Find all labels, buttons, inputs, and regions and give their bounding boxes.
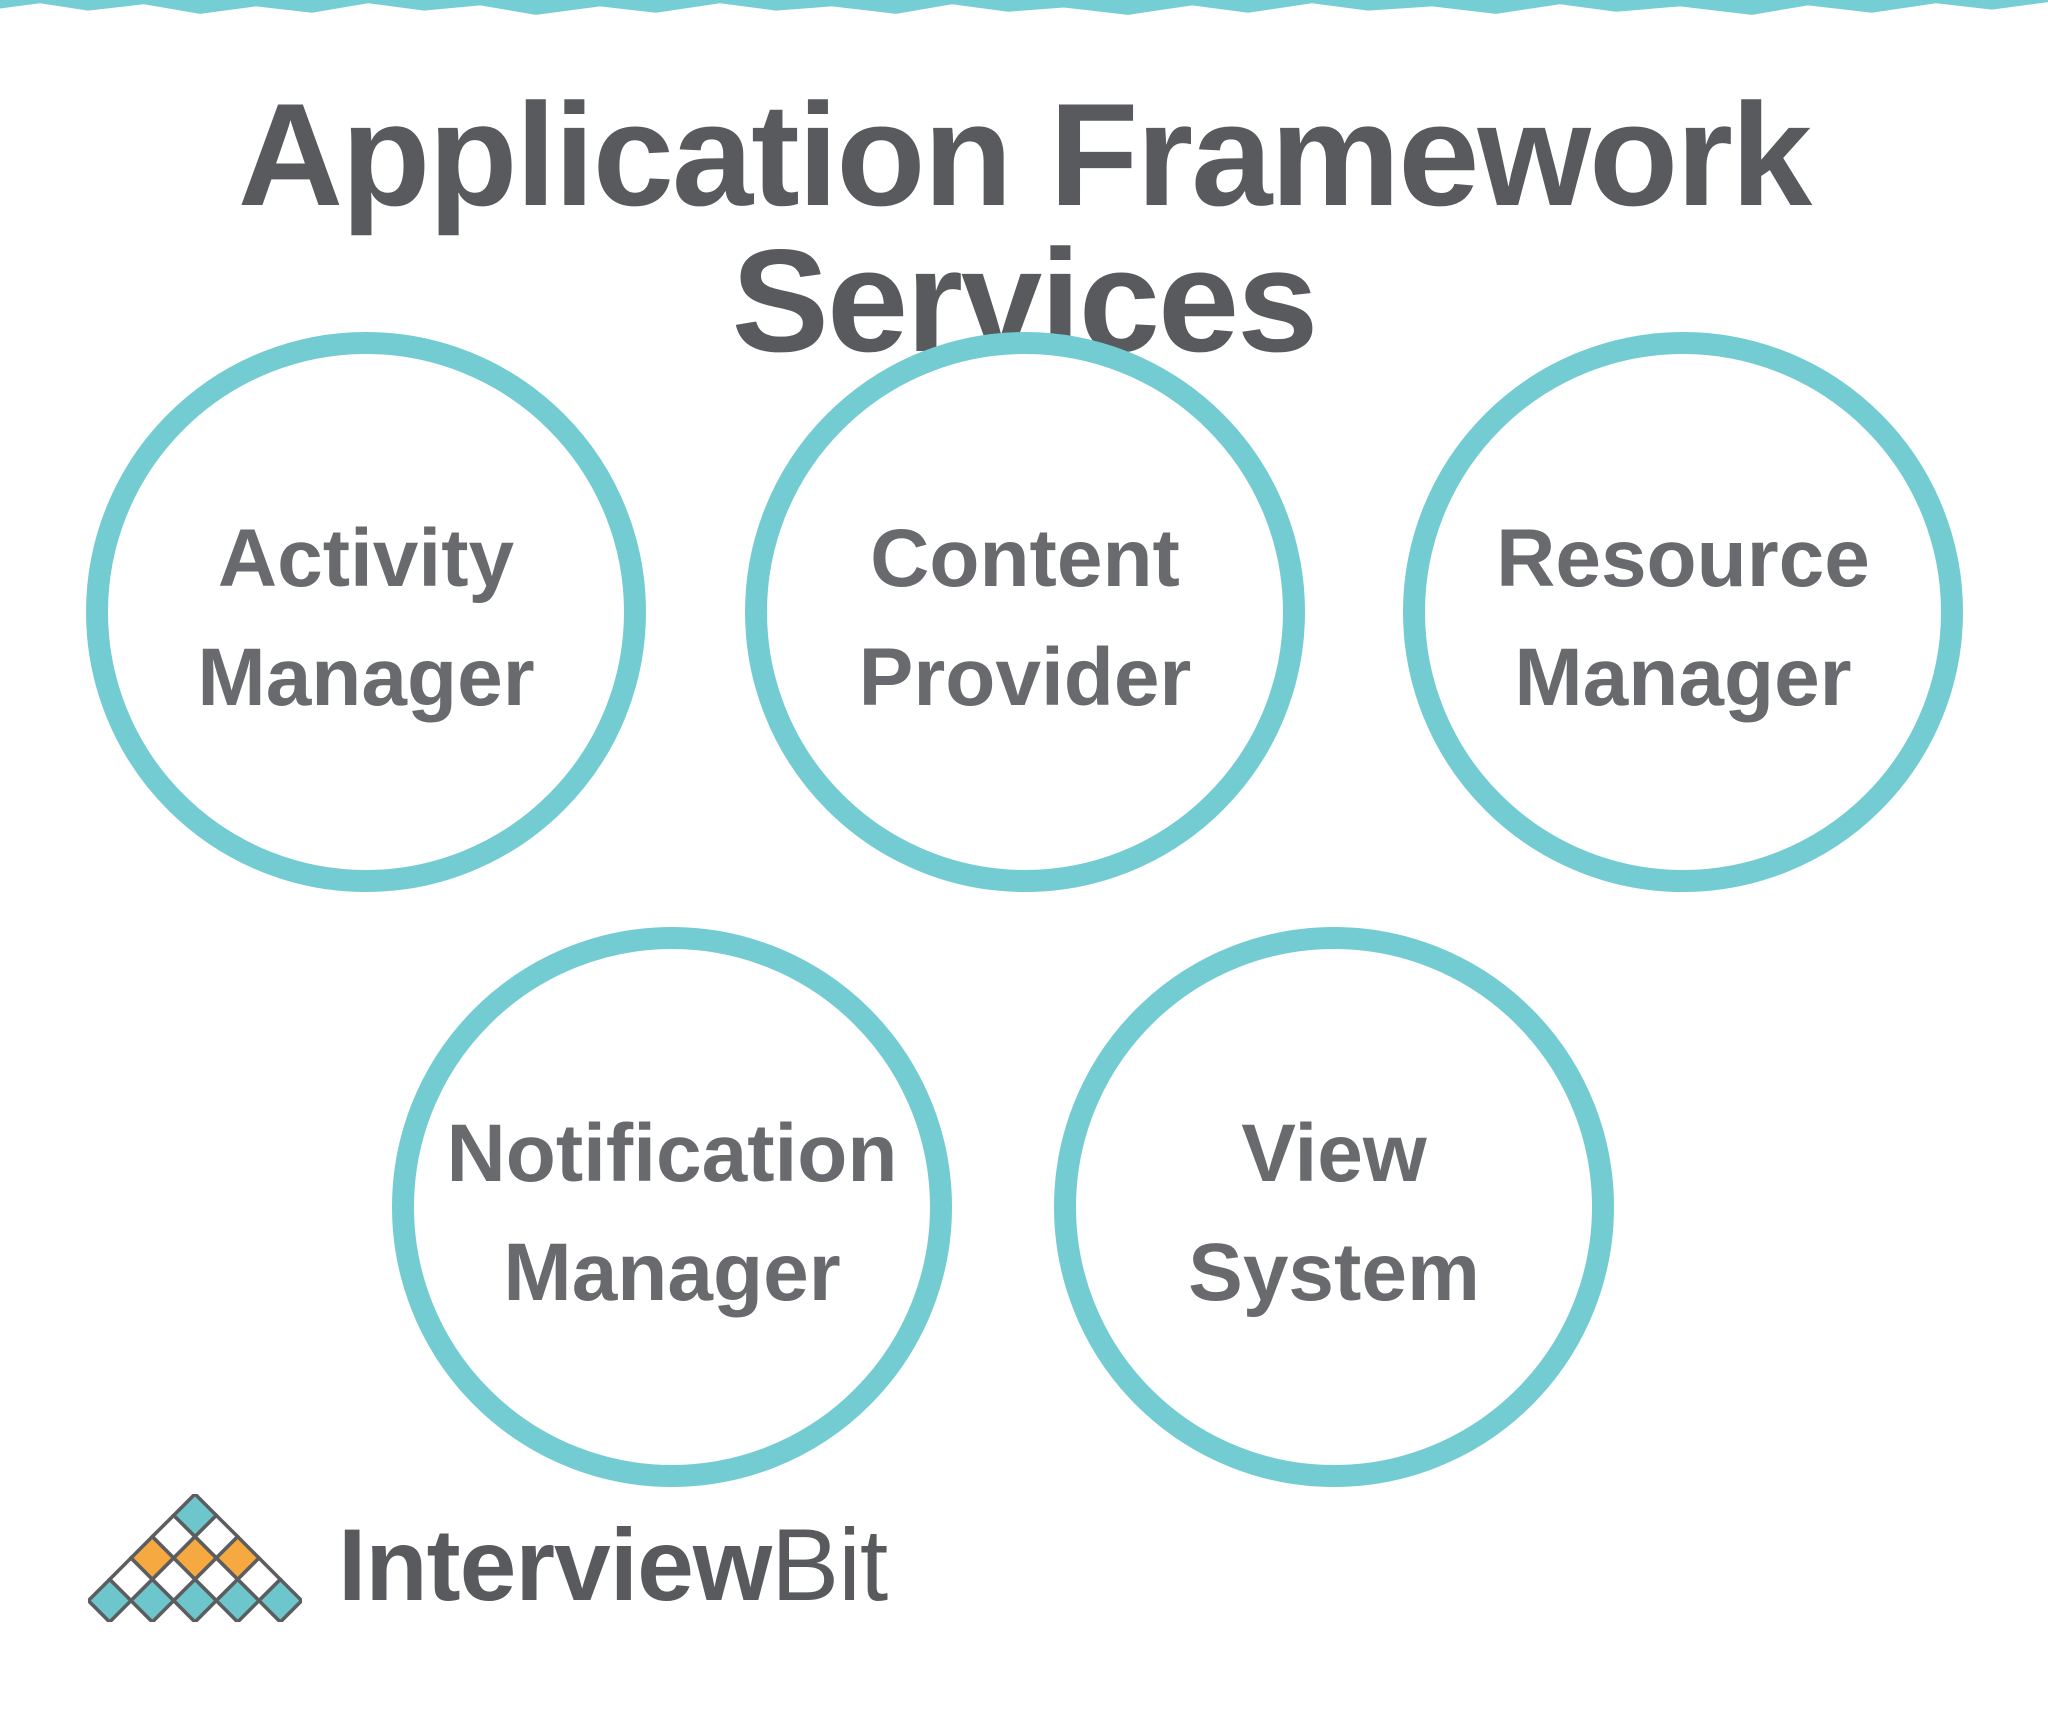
circle-label-line2: Manager [503,1227,841,1318]
circle-resource-manager: Resource Manager [1403,332,1963,892]
circle-label-line2: System [1188,1227,1480,1318]
circle-label: Content Provider [859,500,1192,738]
circle-label-line1: Resource [1496,513,1870,605]
circle-label: Activity Manager [197,500,534,738]
circle-label-line1: View [1241,1108,1427,1200]
circle-label-line2: Manager [1514,632,1852,723]
circle-label: View System [1188,1095,1480,1333]
circle-notification-manager: Notification Manager [392,927,952,1487]
logo-text-interview: Interview [338,1508,772,1622]
logo-pyramid-icon [88,1494,302,1622]
circle-label: Notification Manager [447,1095,898,1333]
circle-activity-manager: Activity Manager [86,332,646,892]
top-zigzag-border-icon [0,0,2048,15]
circle-view-system: View System [1054,927,1614,1487]
circle-content-provider: Content Provider [745,332,1305,892]
interviewbit-logo: InterviewBit [88,1494,888,1622]
circle-label: Resource Manager [1496,500,1870,738]
circle-label-line1: Content [870,513,1180,605]
circle-label-line1: Notification [446,1108,898,1200]
circle-label-line1: Activity [217,513,515,605]
page-title: Application Framework Services [237,73,1812,382]
logo-wordmark: InterviewBit [338,1514,888,1622]
circle-label-line2: Provider [858,632,1192,723]
circle-label-line2: Manager [197,632,535,723]
logo-text-bit: Bit [771,1508,888,1622]
